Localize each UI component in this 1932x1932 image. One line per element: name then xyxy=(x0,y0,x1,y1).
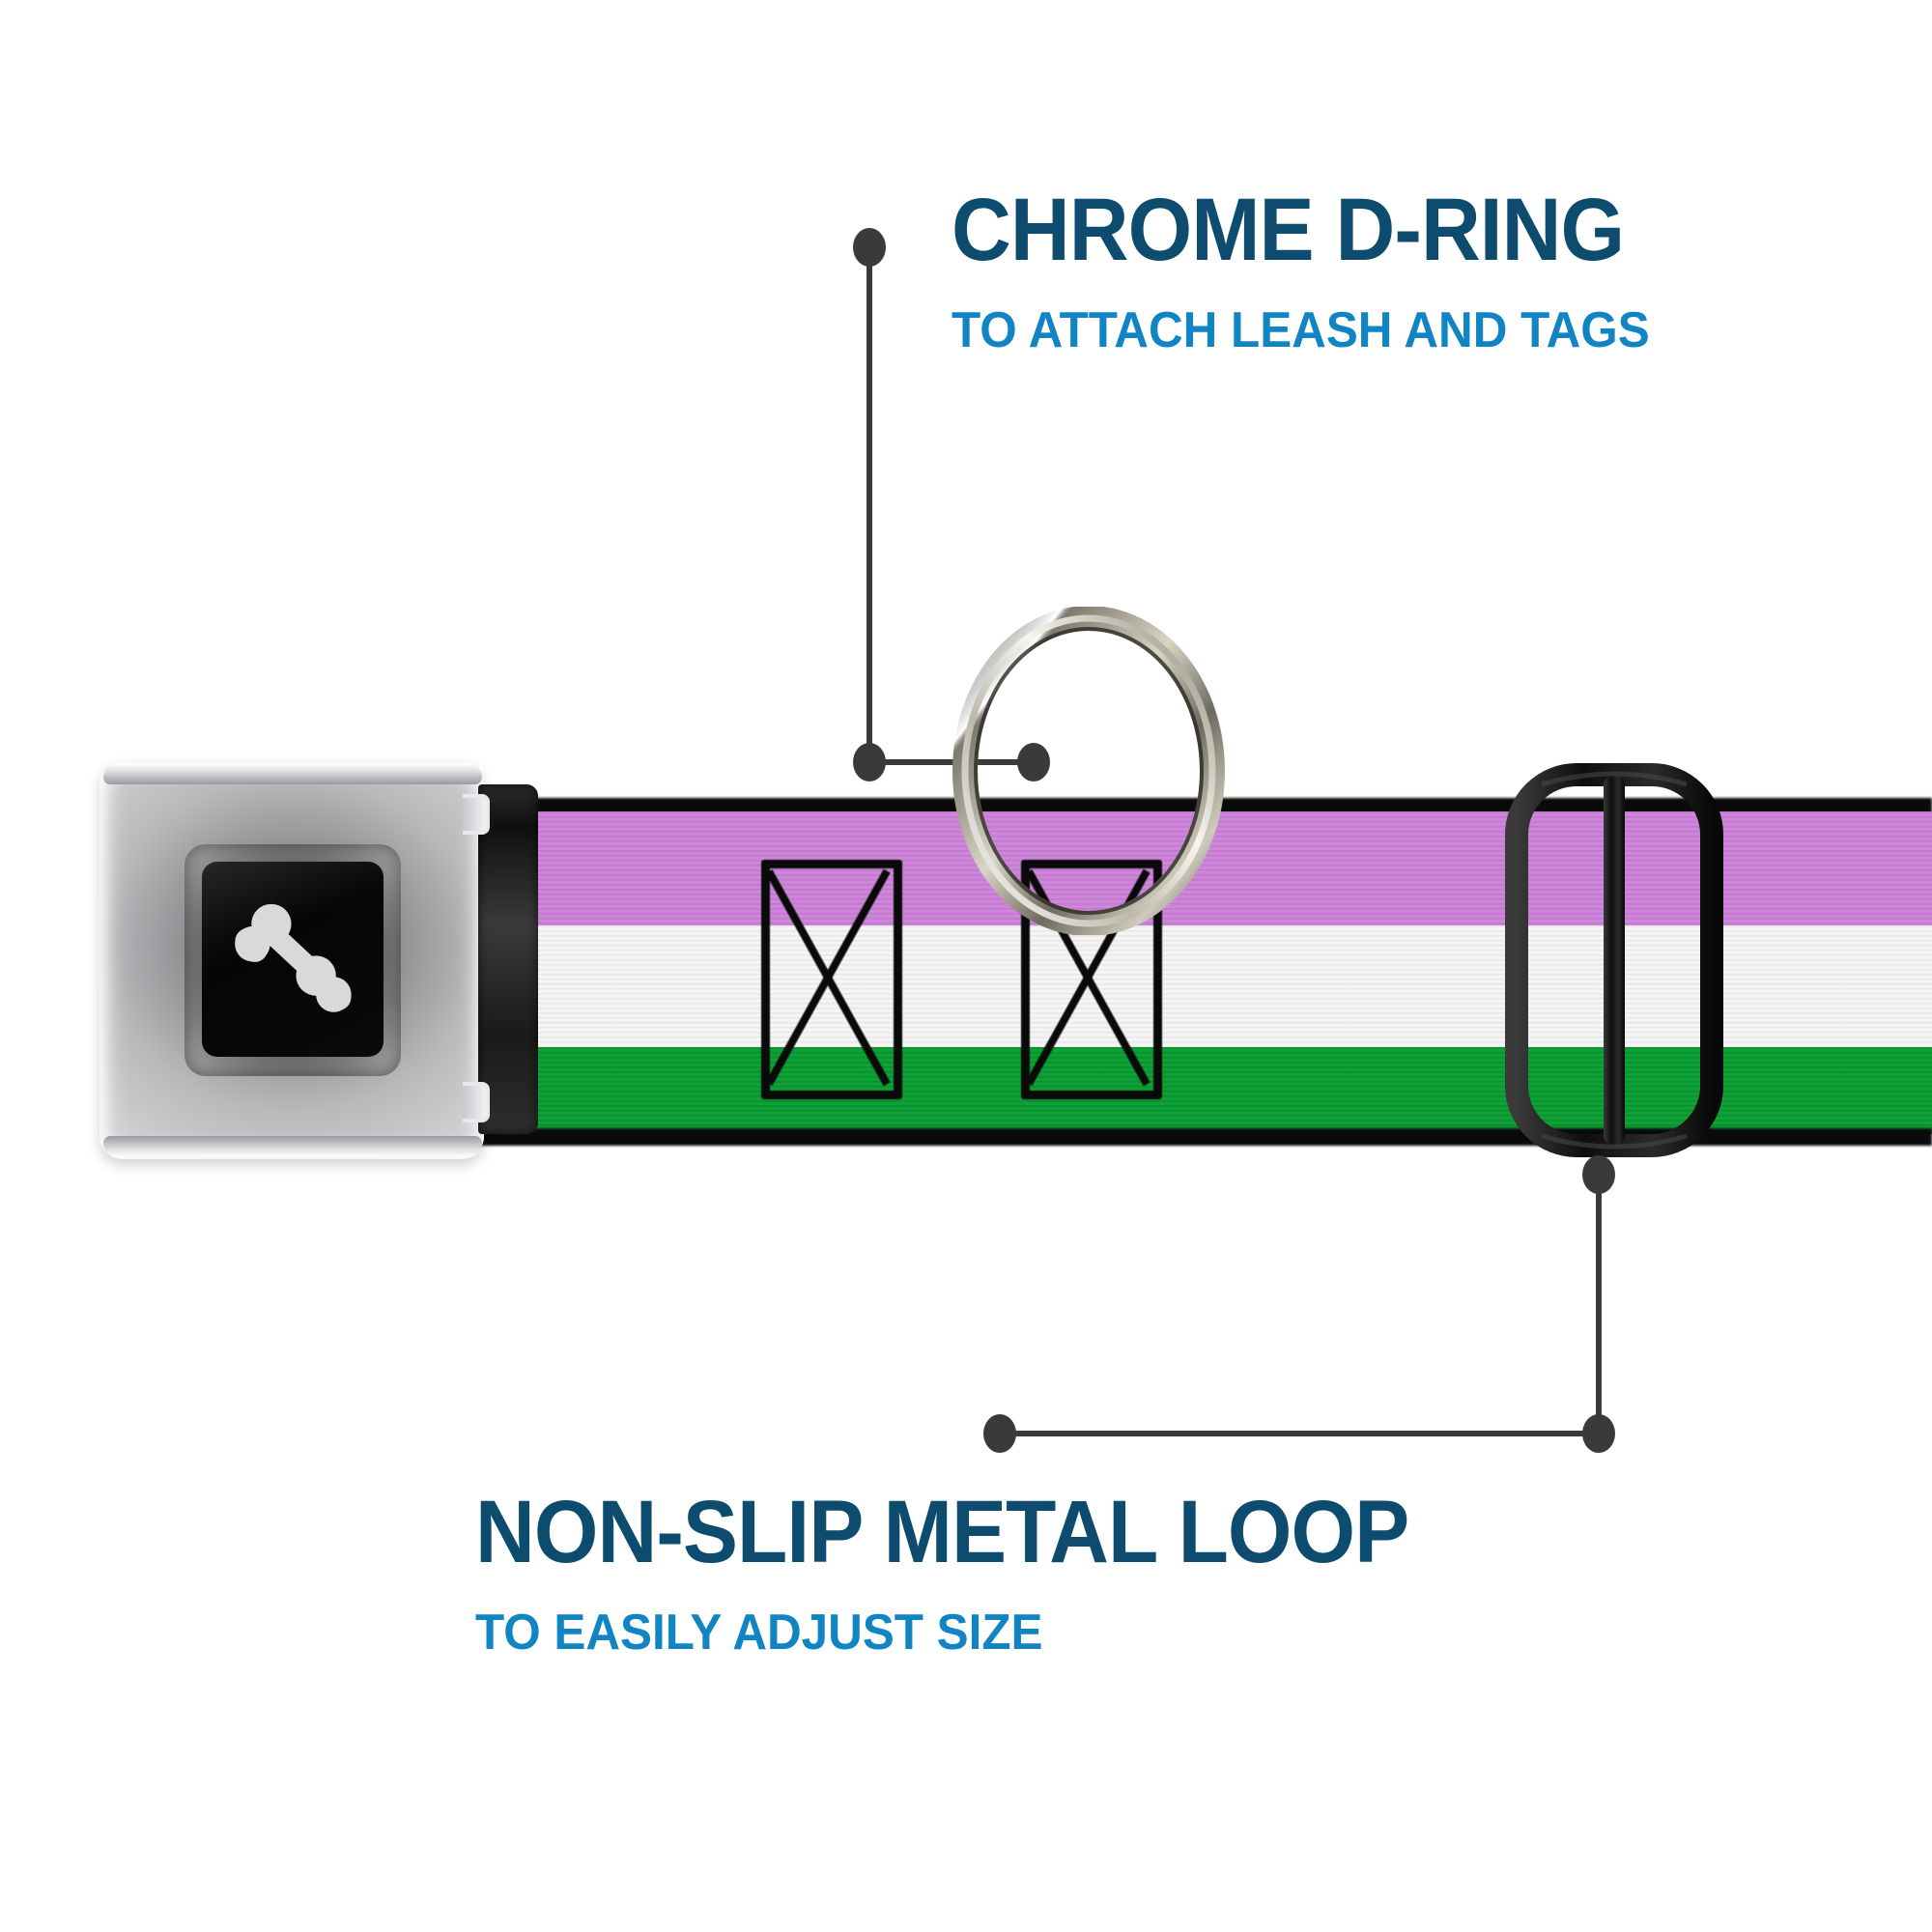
bottom-callout-vertical-line xyxy=(1596,1174,1602,1436)
d-ring-highlight xyxy=(961,614,1216,927)
tri-glide-svg xyxy=(1505,763,1723,1157)
stitch-box-outline-2 xyxy=(1021,860,1162,1099)
buckle-webbing-clamp xyxy=(478,784,538,1134)
buckle-clip-top xyxy=(463,794,490,835)
buckle-clip-bottom xyxy=(463,1082,490,1122)
d-ring-inner-seam xyxy=(974,627,1204,915)
top-callout-target-dot xyxy=(1017,743,1050,781)
dog-bone-logo xyxy=(235,903,352,1012)
chrome-d-ring xyxy=(949,606,1229,936)
buckle-black-plate xyxy=(202,862,384,1057)
tri-glide-top-highlight xyxy=(1541,771,1688,787)
callout-title-chrome-d-ring: CHROME D-RING xyxy=(952,181,1625,279)
chrome-d-ring-svg xyxy=(952,606,1225,936)
bottom-callout-corner-dot xyxy=(1582,1414,1615,1453)
callout-title-non-slip-metal-loop: NON-SLIP METAL LOOP xyxy=(475,1483,1409,1581)
black-metal-tri-glide-loop xyxy=(1503,761,1725,1159)
stitch-box-outline-1 xyxy=(761,860,902,1099)
top-callout-anchor-dot xyxy=(853,228,886,267)
buckle-bottom-rim-highlight xyxy=(103,1136,482,1157)
top-callout-vertical-line xyxy=(867,253,872,763)
tri-glide-center-bar xyxy=(1604,775,1625,1146)
strap-top-stitched-edge xyxy=(415,798,1932,815)
bottom-callout-horizontal-line xyxy=(1000,1431,1599,1436)
buckle-top-rim-highlight xyxy=(103,763,482,784)
callout-subtitle-non-slip-metal-loop: TO EASILY ADJUST SIZE xyxy=(475,1605,1043,1661)
tri-glide-bottom-highlight xyxy=(1541,1133,1688,1150)
callout-subtitle-chrome-d-ring: TO ATTACH LEASH AND TAGS xyxy=(952,302,1650,358)
bottom-callout-target-dot xyxy=(983,1414,1016,1453)
top-callout-corner-dot xyxy=(853,743,886,781)
chrome-seatbelt-buckle xyxy=(99,761,538,1159)
bottom-callout-anchor-dot xyxy=(1582,1155,1615,1194)
